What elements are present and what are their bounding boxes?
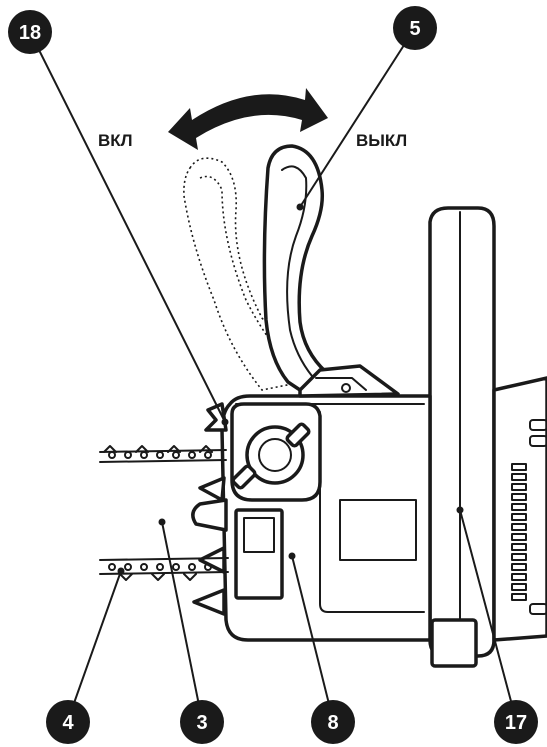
- callout-badge-8: 8: [311, 700, 355, 744]
- ventilation-slots: [511, 419, 547, 615]
- chain-links-lower: [108, 563, 212, 581]
- svg-text:4: 4: [62, 712, 74, 734]
- callout-badge-3: 3: [180, 700, 224, 744]
- chain-brake-guard: [262, 144, 400, 398]
- svg-text:8: 8: [327, 712, 338, 734]
- svg-text:17: 17: [505, 712, 527, 734]
- callout-badge-5: 5: [393, 6, 437, 50]
- direction-arrow: [168, 88, 328, 150]
- motor-body: [492, 376, 547, 642]
- label-off: ВЫКЛ: [356, 131, 407, 150]
- svg-text:5: 5: [409, 18, 420, 40]
- sprocket-cover: [230, 402, 322, 502]
- leader-lines: [29, 27, 517, 721]
- rear-handle: [428, 206, 496, 668]
- label-on: ВКЛ: [98, 131, 133, 150]
- callout-badge-17: 17: [494, 700, 538, 744]
- callout-badge-4: 4: [46, 700, 90, 744]
- svg-text:18: 18: [19, 22, 41, 44]
- svg-text:3: 3: [196, 712, 207, 734]
- chain-links-upper: [103, 445, 213, 459]
- guard-ghost-on-position: [183, 157, 314, 391]
- callout-badge-18: 18: [8, 10, 52, 54]
- oil-window: [234, 508, 284, 600]
- bumper-spikes: [191, 402, 228, 616]
